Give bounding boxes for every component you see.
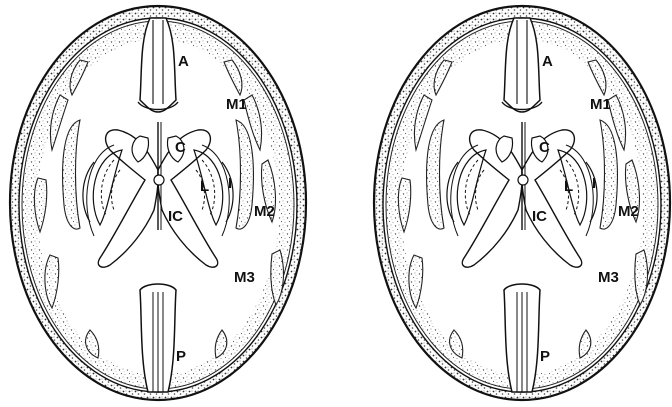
label-lentiform: L — [200, 178, 209, 195]
label-caudate: C — [175, 139, 186, 156]
label-internal-capsule: IC — [168, 208, 183, 225]
label-posterior: P — [540, 348, 550, 365]
brain-panel-right: A M1 C L I IC M2 M3 P — [374, 6, 670, 400]
label-m2: M2 — [254, 203, 275, 220]
label-m1: M1 — [226, 96, 247, 113]
label-insula: I — [228, 175, 232, 192]
label-anterior: A — [542, 53, 553, 70]
label-m3: M3 — [234, 269, 255, 286]
label-caudate: C — [539, 139, 550, 156]
label-m3: M3 — [598, 269, 619, 286]
label-internal-capsule: IC — [532, 208, 547, 225]
label-anterior: A — [178, 53, 189, 70]
brain-panel-left: A M1 C L I IC M2 M3 P — [10, 6, 306, 400]
label-m1: M1 — [590, 96, 611, 113]
label-posterior: P — [176, 348, 186, 365]
label-insula: I — [592, 175, 596, 192]
label-m2: M2 — [618, 203, 639, 220]
label-lentiform: L — [564, 178, 573, 195]
